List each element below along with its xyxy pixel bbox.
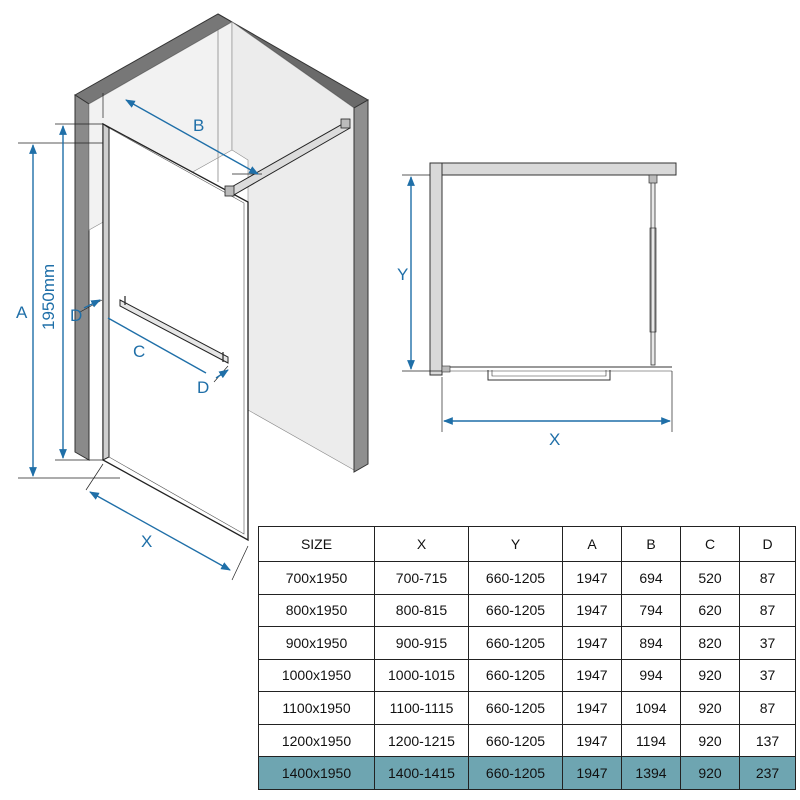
table-cell: 87 (739, 561, 796, 595)
table-cell: 1000-1015 (374, 658, 469, 693)
table-cell: 1947 (562, 756, 622, 790)
table-header-cell: Y (468, 526, 563, 562)
dimension-arrows-right (407, 176, 671, 425)
table-cell: 1200-1215 (374, 723, 469, 758)
dim-b-line (125, 99, 259, 175)
table-cell: 820 (680, 626, 740, 660)
table-cell: 37 (739, 658, 796, 693)
table-cell: 660-1205 (468, 626, 563, 660)
dim-d1-line (83, 299, 101, 309)
dim-b-label: B (193, 116, 204, 135)
dim-a-label: A (16, 303, 28, 322)
table-cell: 1400x1950 (258, 756, 375, 790)
table-header-cell: A (562, 526, 622, 562)
table-cell: 920 (680, 723, 740, 758)
table-cell: 37 (739, 626, 796, 660)
table-cell: 1400-1415 (374, 756, 469, 790)
dimension-arrows-left (29, 99, 259, 571)
table-cell: 1947 (562, 561, 622, 595)
table-cell: 900x1950 (258, 626, 375, 660)
table-header-cell: D (739, 526, 796, 562)
left-wall-face (74, 94, 90, 461)
table-cell: 1094 (621, 691, 681, 725)
plan-towel-bar (487, 370, 611, 381)
dim-c-label: C (133, 342, 145, 361)
table-cell: 620 (680, 593, 740, 628)
table-header-cell: B (621, 526, 681, 562)
table-cell: 1947 (562, 691, 622, 725)
table-cell: 700-715 (374, 561, 469, 595)
table-cell: 1100x1950 (258, 691, 375, 725)
table-cell: 800x1950 (258, 593, 375, 628)
table-cell: 794 (621, 593, 681, 628)
table-header-cell: X (374, 526, 469, 562)
table-cell: 1947 (562, 593, 622, 628)
table-cell: 1200x1950 (258, 723, 375, 758)
table-cell: 1947 (562, 626, 622, 660)
dim-x-line (89, 491, 231, 571)
table-cell: 894 (621, 626, 681, 660)
towel-bar (119, 296, 229, 364)
table-cell: 87 (739, 593, 796, 628)
table-cell: 660-1205 (468, 756, 563, 790)
dim-d2-line (215, 369, 229, 379)
table-cell: 700x1950 (258, 561, 375, 595)
plan-wall-top (429, 162, 677, 176)
top-view-plan (429, 162, 677, 381)
table-cell: 900-915 (374, 626, 469, 660)
extension-lines-right (402, 174, 673, 432)
table-cell: 660-1205 (468, 658, 563, 693)
table-cell: 87 (739, 691, 796, 725)
table-cell: 920 (680, 658, 740, 693)
table-cell: 237 (739, 756, 796, 790)
table-cell: 520 (680, 561, 740, 595)
table-cell: 660-1205 (468, 561, 563, 595)
right-wall-face (353, 99, 369, 473)
table-cell: 920 (680, 691, 740, 725)
dim-height-label: 1950mm (39, 264, 58, 330)
table-cell: 1947 (562, 723, 622, 758)
table-cell: 660-1205 (468, 593, 563, 628)
plan-glass-panel (650, 174, 656, 366)
table-cell: 1947 (562, 658, 622, 693)
table-cell: 1394 (621, 756, 681, 790)
table-cell: 660-1205 (468, 691, 563, 725)
dim-x-right-label: X (549, 430, 560, 449)
table-cell: 660-1205 (468, 723, 563, 758)
dim-d2-label: D (197, 378, 209, 397)
isometric-wall-corner (74, 13, 370, 473)
table-cell: 800-815 (374, 593, 469, 628)
table-cell: 994 (621, 658, 681, 693)
table-cell: 1000x1950 (258, 658, 375, 693)
table-cell: 1194 (621, 723, 681, 758)
dim-c-line (107, 317, 207, 374)
dim-d1-label: D (70, 306, 82, 325)
table-cell: 1100-1115 (374, 691, 469, 725)
table-header-cell: C (680, 526, 740, 562)
table-cell: 920 (680, 756, 740, 790)
table-header-cell: SIZE (258, 526, 375, 562)
stabilizer-bar (224, 118, 351, 197)
table-cell: 137 (739, 723, 796, 758)
dim-y-label: Y (397, 265, 408, 284)
plan-wall-left (429, 162, 443, 376)
dim-x-left-label: X (141, 532, 152, 551)
table-cell: 694 (621, 561, 681, 595)
